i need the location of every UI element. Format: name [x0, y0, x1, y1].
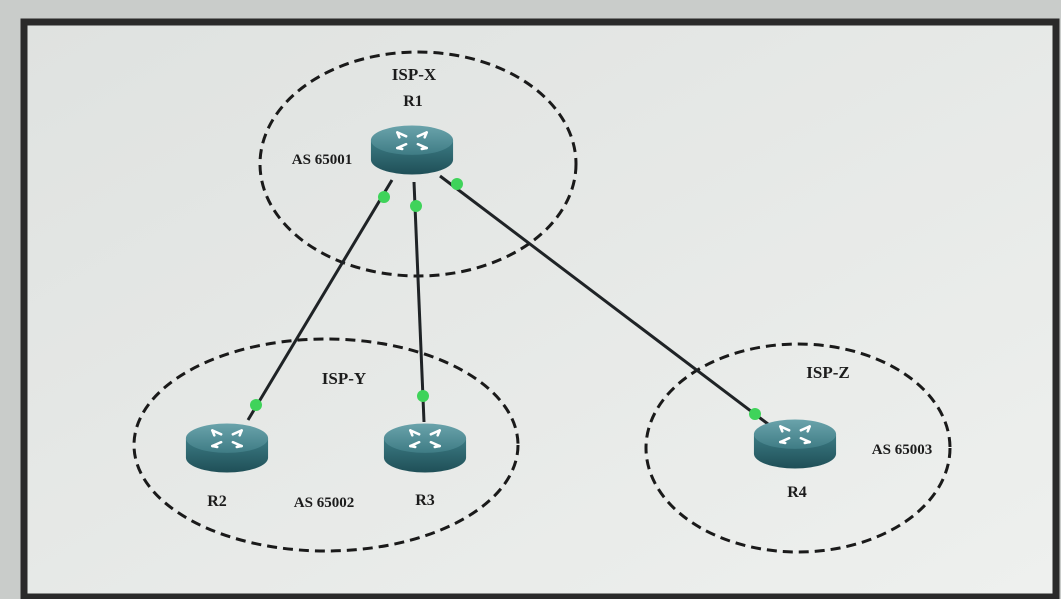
router-label-r3: R3 — [415, 492, 435, 509]
link-endpoint-r4 — [749, 408, 761, 420]
as-65003-label: AS 65003 — [872, 442, 932, 458]
router-icon[interactable] — [369, 124, 455, 176]
link-endpoint-r3 — [417, 390, 429, 402]
link-endpoint-r2 — [250, 399, 262, 411]
link-endpoint-r1-r4 — [451, 178, 463, 190]
as-65002-label: AS 65002 — [294, 495, 354, 511]
router-icon[interactable] — [184, 422, 270, 474]
diagram-frame — [20, 18, 1060, 599]
router-label-r2: R2 — [207, 493, 227, 510]
isp-z-label: ISP-Z — [806, 363, 849, 382]
isp-z-boundary — [644, 342, 952, 554]
link-r1-r2 — [246, 179, 394, 421]
router-label-r4: R4 — [787, 484, 807, 501]
isp-x-label: ISP-X — [392, 65, 437, 84]
link-r1-r4 — [439, 174, 769, 426]
link-r1-r3 — [412, 181, 426, 423]
isp-y-label: ISP-Y — [322, 369, 366, 388]
as-65001-label: AS 65001 — [292, 152, 352, 168]
router-icon[interactable] — [752, 418, 838, 470]
link-endpoint-r1-r3 — [410, 200, 422, 212]
link-endpoint-r1-r2 — [378, 191, 390, 203]
router-label-r1: R1 — [403, 93, 423, 110]
isp-y-boundary — [132, 337, 520, 553]
router-icon[interactable] — [382, 422, 468, 474]
